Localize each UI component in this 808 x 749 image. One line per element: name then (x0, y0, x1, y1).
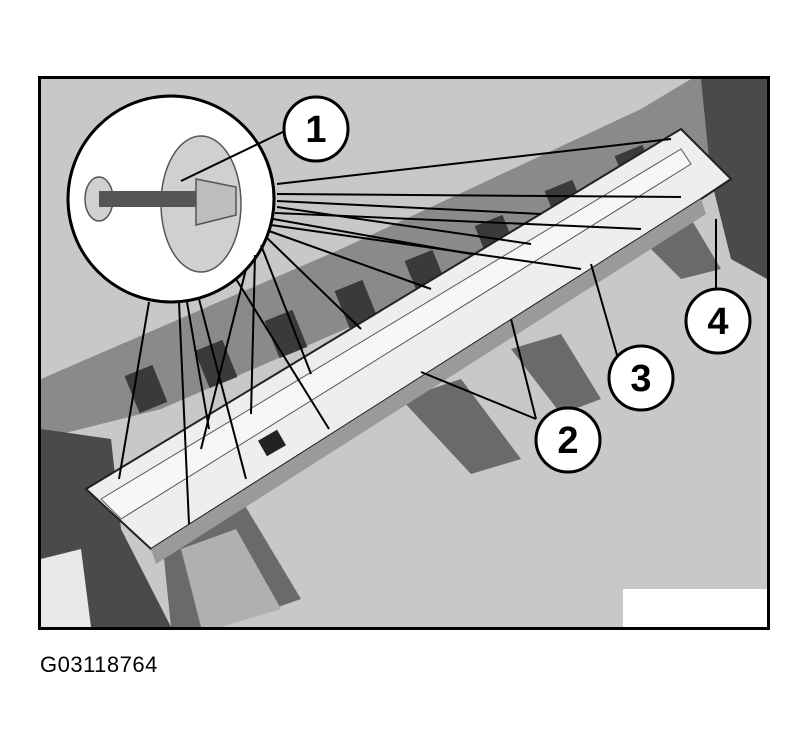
callout-4-label: 4 (707, 301, 728, 343)
leader-lines (118, 138, 682, 525)
exploded-view-figure: 1 2 3 4 (38, 76, 770, 630)
blank-label-box (623, 589, 767, 627)
clip-expander (195, 178, 237, 226)
trim-panel-edge (151, 199, 706, 564)
frame-slots (124, 144, 658, 414)
callout-leaders (180, 128, 717, 420)
callout-1-label: 1 (305, 109, 326, 151)
figure-caption: G03118764 (40, 652, 158, 677)
lower-bracket-left-inner (181, 529, 281, 627)
frame-right-dark (701, 79, 767, 279)
callout-4: 4 (684, 287, 752, 355)
trim-panel-top-face (100, 148, 692, 520)
callout-3-label: 3 (630, 358, 651, 400)
frame-left-light (41, 549, 91, 627)
lower-bracket-right (511, 334, 601, 414)
lower-bracket-mid (401, 379, 521, 474)
callout-3: 3 (607, 344, 675, 412)
figure-illustration: 1 2 3 4 (41, 79, 767, 627)
callout-2: 2 (534, 406, 602, 474)
callout-2-label: 2 (557, 420, 578, 462)
callout-1: 1 (282, 95, 350, 163)
panel-cutout (257, 429, 287, 457)
clip-shaft (99, 191, 209, 207)
